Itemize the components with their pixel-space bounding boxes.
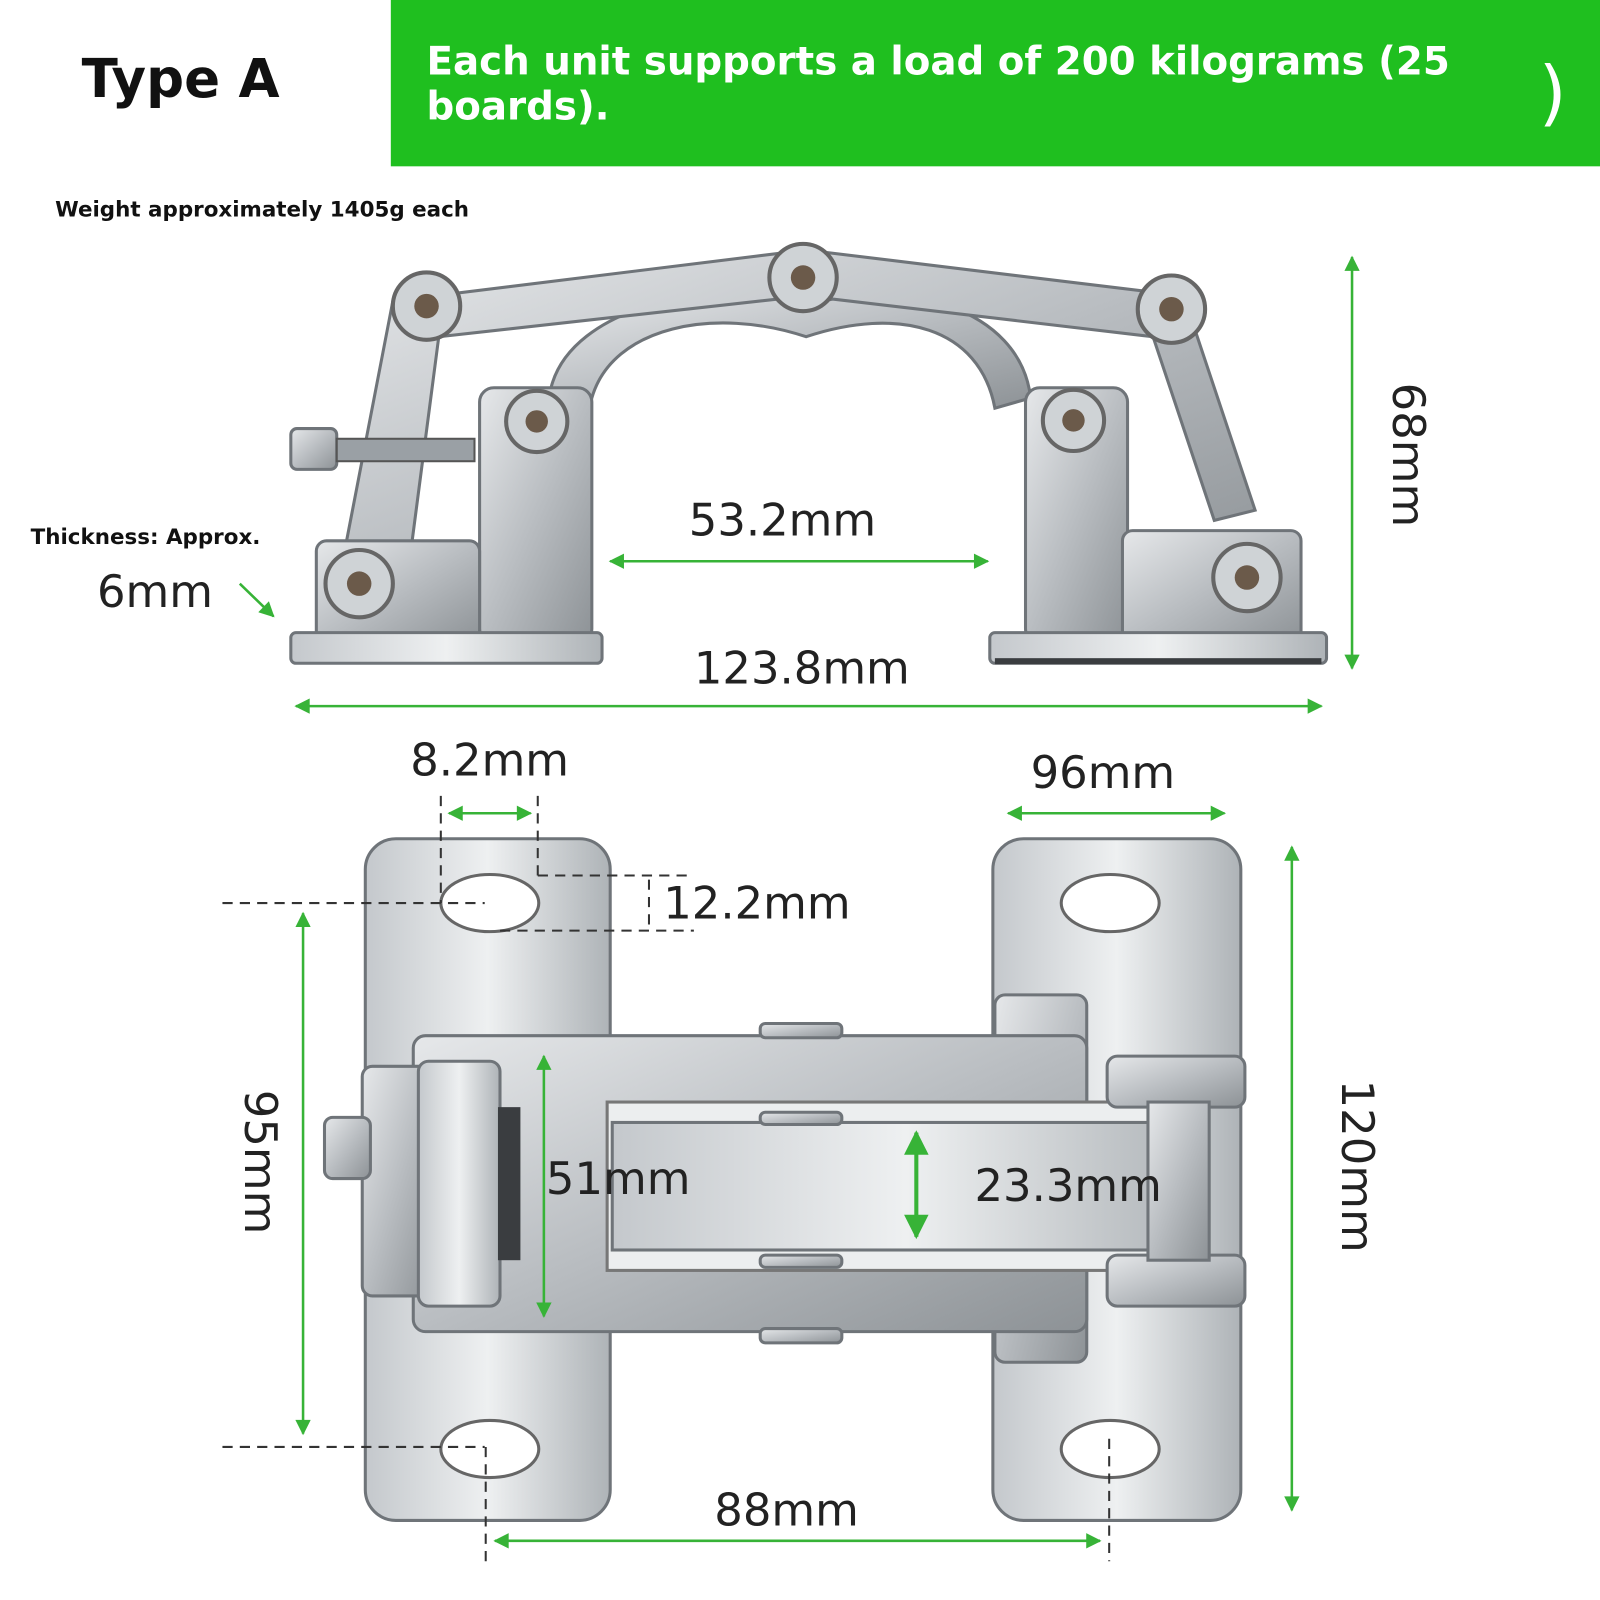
inner-gap-dimension: 53.2mm xyxy=(689,494,876,547)
weight-note: Weight approximately 1405g each xyxy=(55,197,469,222)
plate-span-dimension: 96mm xyxy=(1031,746,1176,799)
thickness-label: Thickness: Approx. xyxy=(31,525,261,550)
overall-width-dimension: 123.8mm xyxy=(694,642,910,695)
plate-length-dimension: 120mm xyxy=(1331,1080,1384,1253)
type-label-area xyxy=(0,0,391,167)
hinge-side-view xyxy=(289,241,1329,665)
banner-paren: ) xyxy=(1539,51,1567,134)
link-height-dimension: 51mm xyxy=(546,1152,691,1205)
hole-height-dimension: 12.2mm xyxy=(663,876,850,929)
hole-spacing-horizontal-dimension: 88mm xyxy=(714,1484,859,1537)
hinge-top-view xyxy=(322,837,1247,1522)
load-banner xyxy=(390,0,1600,167)
hole-width-dimension: 8.2mm xyxy=(410,734,569,787)
banner-text-line2: boards). xyxy=(427,84,610,129)
thickness-arrow xyxy=(238,582,275,618)
type-label: Type A xyxy=(82,48,280,110)
hole-spacing-vertical-dimension: 95mm xyxy=(234,1090,287,1235)
height-dimension: 68mm xyxy=(1382,383,1435,528)
slot-height-dimension: 23.3mm xyxy=(974,1159,1161,1212)
banner-text-line1: Each unit supports a load of 200 kilogra… xyxy=(427,39,1450,84)
thickness-dimension: 6mm xyxy=(97,565,213,618)
adjustment-screw xyxy=(289,427,476,471)
